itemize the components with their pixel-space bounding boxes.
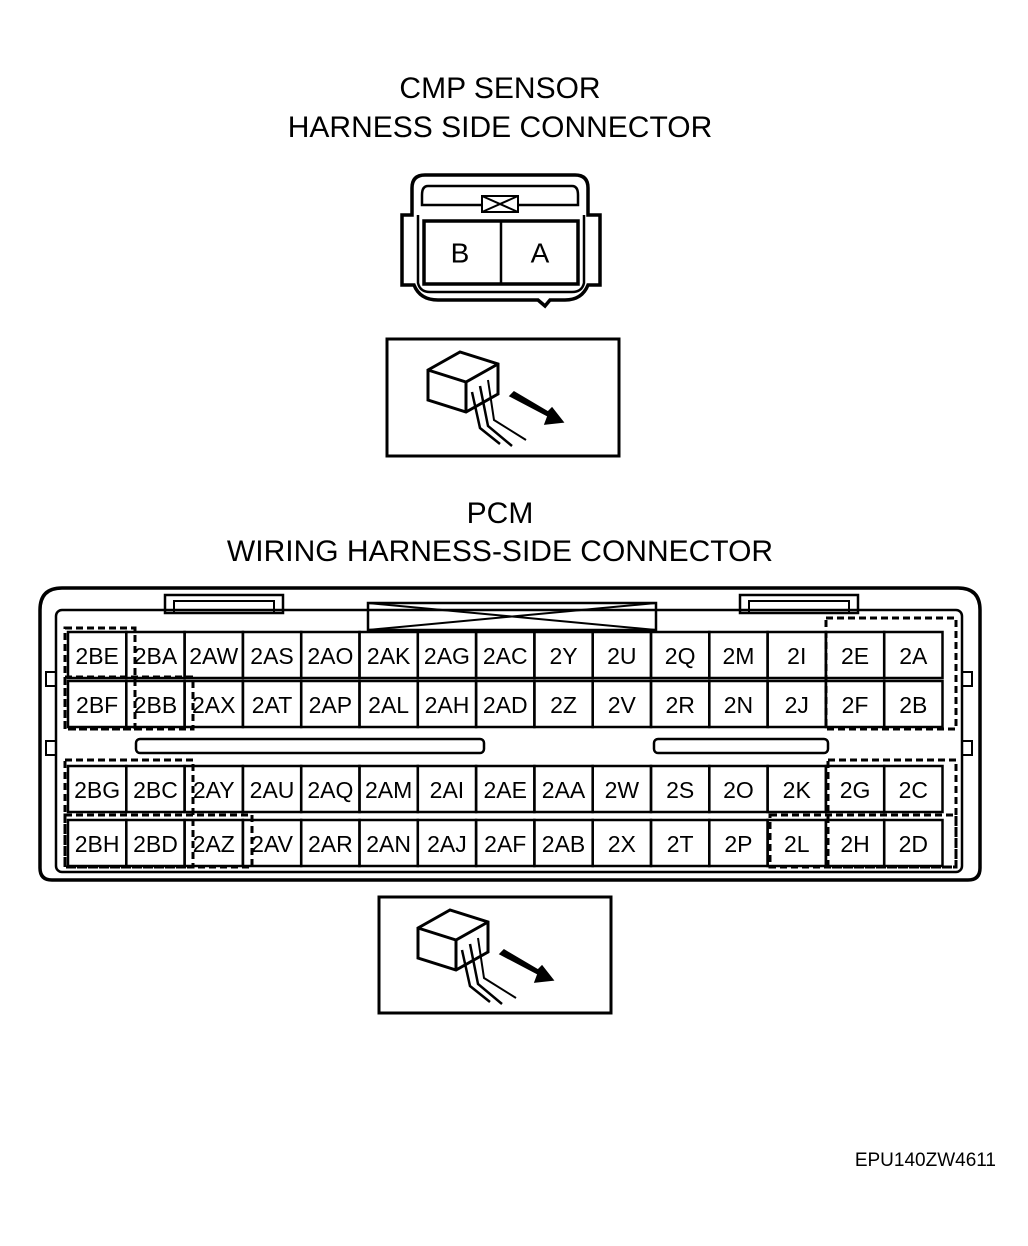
pcm-pin-label: 2Q [665,643,696,669]
pcm-pin-cell [882,679,944,729]
pcm-pin-label: 2V [608,692,637,718]
pcm-pin-label: 2B [899,692,927,718]
pcm-pin-label: 2AM [365,777,412,803]
figure-id: EPU140ZW4611 [854,1150,996,1171]
pcm-pin-label: 2AR [308,831,353,857]
pcm-pin-label: 2BH [75,831,120,857]
pcm-group-outlines [63,616,958,869]
cmp-title-line1: CMP SENSOR [399,72,601,105]
cmp-pin-a: A [531,238,550,269]
pcm-pin-label: 2BF [76,692,118,718]
pcm-pin-grid: 2BE 2BA 2AW 2AS 2AO 2AK 2AG 2AC 2Y 2U 2Q 2M 2I 2E 2A 2B… [66,630,944,868]
pcm-pin-label: 2J [785,692,809,718]
pcm-pin-label: 2AX [192,692,235,718]
pcm-pin-label: 2BE [75,643,118,669]
pcm-pin-label: 2AK [367,643,411,669]
pcm-pin-label: 2O [723,777,754,803]
cmp-connector [400,173,602,309]
pcm-pin-label: 2AI [430,777,465,803]
pcm-pin-label: 2M [722,643,754,669]
pcm-pin-label: 2N [724,692,753,718]
pcm-pin-label: 2AQ [307,777,353,803]
pcm-pin-label: 2AH [425,692,470,718]
pcm-pin-label: 2A [899,643,928,669]
pcm-pin-label: 2AA [542,777,586,803]
pcm-pin-label: 2E [841,643,869,669]
pcm-pin-label: 2AL [368,692,409,718]
pcm-pin-label: 2AZ [193,831,235,857]
pcm-pin-label: 2BB [134,692,177,718]
pcm-title-line1: PCM [466,497,534,530]
pcm-pin-label: 2AV [251,831,293,857]
pcm-pin-label: 2Z [550,692,577,718]
pcm-pin-label: 2C [899,777,928,803]
pcm-pin-label: 2S [666,777,694,803]
pcm-pin-label: 2AC [483,643,528,669]
pcm-pin-label: 2AO [307,643,353,669]
probe-arrow-icon [498,949,555,983]
pcm-pin-label: 2BC [133,777,178,803]
pcm-pin-cell [882,764,944,814]
pcm-pin-cell [882,630,944,680]
pcm-pin-label: 2K [783,777,812,803]
pcm-pin-label: 2R [665,692,694,718]
pcm-pin-label: 2AG [424,643,470,669]
pcm-connector-housing [38,586,982,882]
pcm-key-rib-right [652,737,830,755]
pcm-pin-label: 2U [607,643,636,669]
connector-probe-icon [416,908,555,1005]
pcm-pin-label: 2AE [484,777,527,803]
pcm-pin-label: 2D [899,831,928,857]
pcm-pin-label: 2X [608,831,636,857]
pcm-pin-label: 2AJ [427,831,467,857]
pcm-pin-label: 2AP [309,692,352,718]
pcm-pin-label: 2W [605,777,640,803]
cmp-title-line2: HARNESS SIDE CONNECTOR [287,111,713,144]
pcm-pin-label: 2F [842,692,869,718]
pcm-pin-label: 2AD [483,692,528,718]
pcm-pin-label: 2H [840,831,869,857]
pcm-pin-label: 2AF [484,831,526,857]
connector-probe-icon [426,350,565,447]
cmp-pin-b: B [451,238,470,269]
probe-arrow-icon [508,391,565,425]
cmp-probe-inset [385,337,621,458]
pcm-pin-label: 2BG [74,777,120,803]
pcm-probe-inset [377,895,613,1015]
pcm-pin-label: 2AN [366,831,411,857]
pcm-pin-label: 2L [784,831,810,857]
pcm-pin-label: 2T [667,831,694,857]
pcm-pin-label: 2P [724,831,752,857]
pcm-pin-label: 2BA [134,643,178,669]
pcm-pin-label: 2AT [252,692,292,718]
pcm-pin-label: 2AU [250,777,295,803]
pcm-pin-label: 2BD [133,831,178,857]
pcm-pin-label: 2Y [549,643,577,669]
pcm-pin-label: 2I [787,643,806,669]
pcm-pin-label: 2AS [250,643,293,669]
pcm-pin-label: 2AW [189,643,238,669]
pcm-key-rib-left [134,737,486,755]
pcm-pin-label: 2AY [193,777,235,803]
pcm-pin-label: 2AB [542,831,585,857]
pcm-pin-label: 2G [840,777,871,803]
pcm-title-line2: WIRING HARNESS-SIDE CONNECTOR [226,535,774,568]
